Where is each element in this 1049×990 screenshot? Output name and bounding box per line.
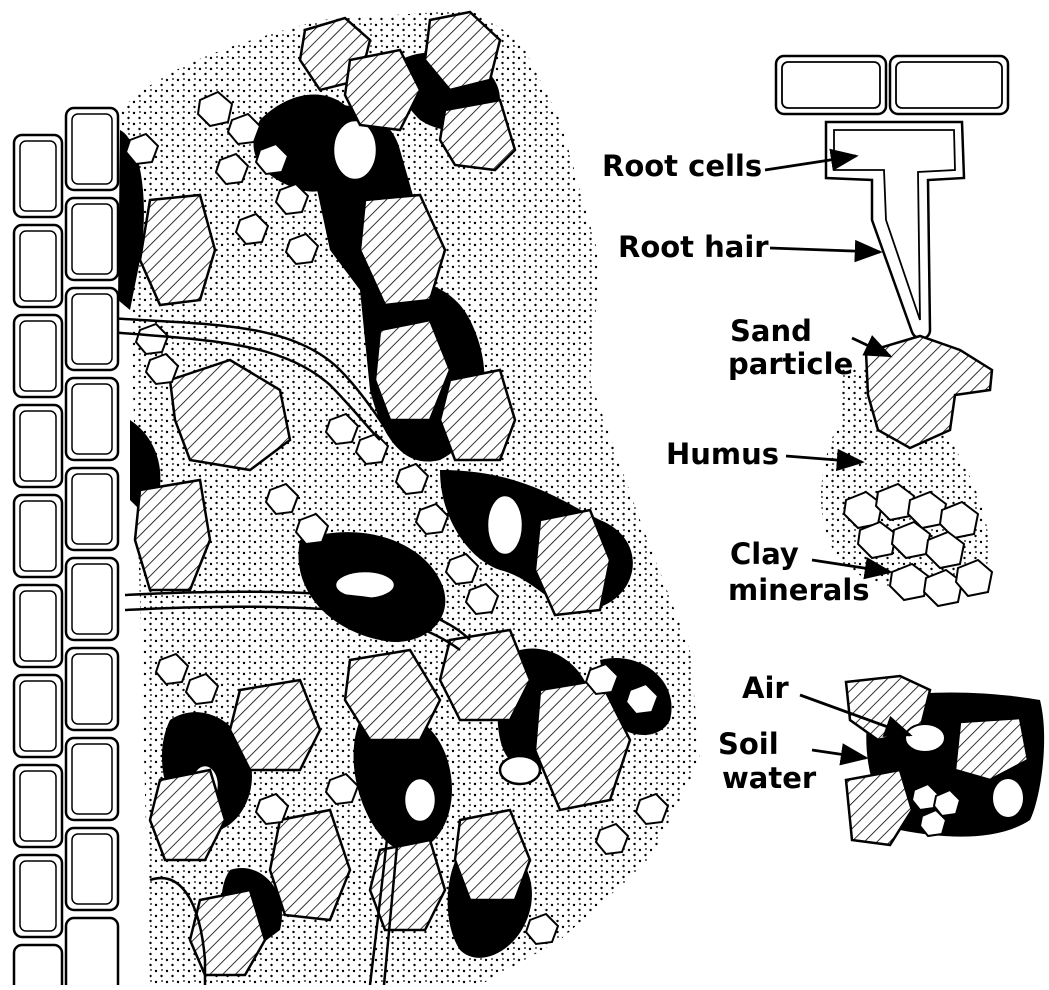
- label-root-hair: Root hair: [618, 231, 769, 264]
- inner-cell-column: [66, 108, 118, 985]
- label-clay: Clay: [730, 538, 799, 571]
- outer-cell-column: [14, 135, 62, 985]
- label-air: Air: [742, 672, 789, 705]
- label-particle: particle: [728, 348, 853, 381]
- label-root-cells: Root cells: [602, 150, 762, 183]
- label-soil: Soil: [718, 728, 779, 761]
- arrow-soil-water: [812, 750, 866, 758]
- root-cells-left: [14, 108, 118, 985]
- label-water: water: [722, 762, 816, 795]
- legend-root-cells: [776, 56, 1008, 339]
- label-sand: Sand: [730, 315, 812, 348]
- label-minerals: minerals: [728, 574, 870, 607]
- arrow-root-hair: [770, 248, 880, 252]
- label-humus: Humus: [666, 438, 779, 471]
- root-section: [14, 10, 700, 985]
- legend-air-water: [846, 676, 1044, 845]
